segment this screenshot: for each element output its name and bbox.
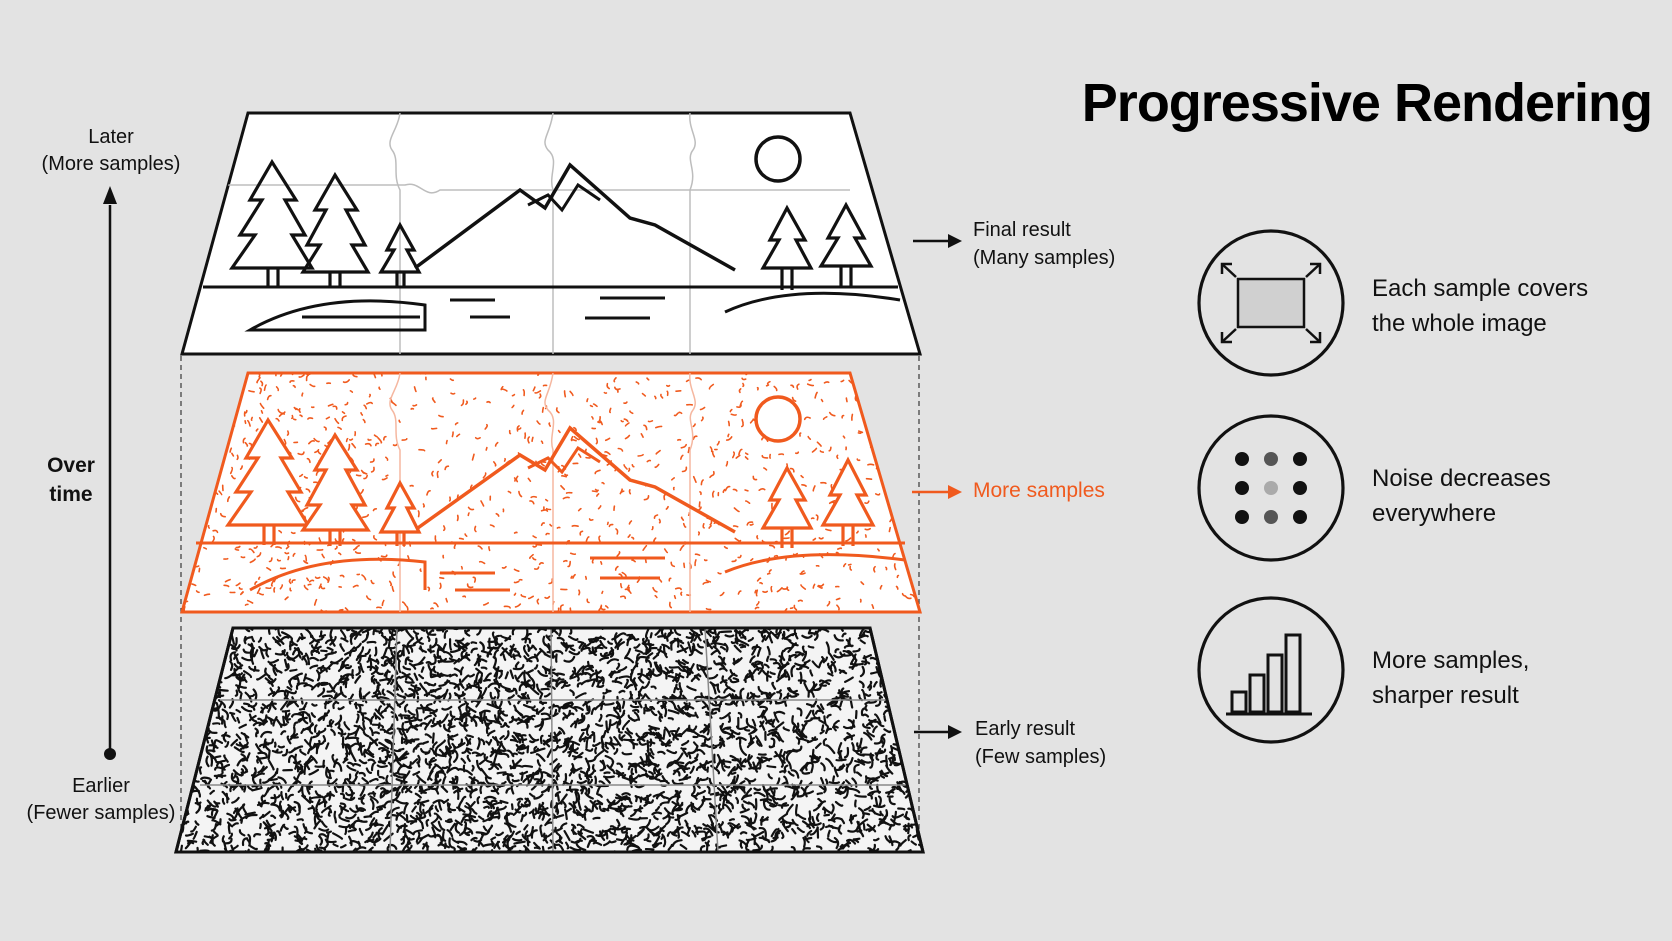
arrow-right-icon [912,485,962,499]
tree-icon [760,204,814,290]
more-samples-line1: More samples [973,479,1105,502]
more-samples-layer [180,371,923,614]
water-lines [302,296,665,320]
snow-cap [527,445,601,475]
early-result-label: Early result (Few samples) [975,715,1106,771]
puzzle-seams-mid [389,373,696,612]
early-result-line2: (Few samples) [975,746,1107,768]
tree-icon [299,431,371,546]
layer-arrows [912,234,962,739]
time-arrow [103,186,117,760]
puzzle-seams [182,113,850,354]
feature-icon-2 [1197,414,1345,562]
axis-middle-label: Over time [30,451,112,509]
arrow-right-icon [913,234,962,248]
feature-3-line1: More samples, [1372,647,1530,674]
final-result-line1: Final result [973,219,1071,241]
dot-grid-icon [1235,452,1307,524]
snow-cap [527,182,601,213]
final-result-label: Final result (Many samples) [973,216,1115,272]
feature-2-line1: Noise decreases [1372,465,1551,492]
tree-icon [224,416,311,545]
right-hill [724,553,906,574]
final-result-line2: (Many samples) [973,247,1116,269]
axis-middle-line1: Over [47,454,95,477]
page-title: Progressive Rendering [1081,73,1653,133]
early-result-layer [174,626,925,854]
feature-text-2: Noise decreases everywhere [1372,461,1551,531]
feature-1-line2: the whole image [1372,310,1547,337]
feature-icon-3 [1197,596,1345,744]
early-result-line1: Early result [975,718,1076,740]
trees-mid [224,416,876,548]
arrow-up-icon [103,186,117,204]
feature-icon-1 [1197,229,1345,377]
mountain-icon [413,425,736,534]
tree-icon [818,201,874,288]
left-hill [249,557,427,592]
tree-icon [760,464,814,548]
axis-middle-line2: time [49,483,93,506]
arrow-right-icon [914,725,962,739]
axis-top-line2: (More samples) [41,153,181,175]
axis-bottom-line2: (Fewer samples) [26,802,176,824]
axis-top-label: Later (More samples) [40,124,182,178]
more-samples-label: More samples [973,477,1105,505]
sun-icon [754,135,802,183]
tree-icon [228,158,315,288]
tree-icon [300,171,371,288]
trees-final [228,158,874,290]
left-hill [244,299,427,332]
feature-1-line1: Each sample covers [1372,275,1589,302]
feature-2-line2: everywhere [1372,500,1497,527]
axis-bottom-label: Earlier (Fewer samples) [20,773,182,827]
bar-chart-icon [1226,633,1312,716]
puzzle-seams-bottom [200,628,905,852]
expand-frame-icon [1220,262,1322,344]
axis-top-line1: Later [88,126,134,148]
tree-icon [820,456,876,546]
right-hill [724,291,901,314]
axis-bottom-line1: Earlier [72,775,130,797]
sun-icon [754,395,802,443]
tree-icon [378,479,422,546]
feature-3-line2: sharper result [1372,682,1519,709]
water-lines [440,556,665,592]
final-result-layer [180,111,922,356]
mountain-icon [413,162,736,272]
feature-text-3: More samples, sharper result [1372,643,1529,713]
arrow-base-dot [104,748,116,760]
feature-text-1: Each sample covers the whole image [1372,271,1588,341]
tree-icon [378,221,422,288]
